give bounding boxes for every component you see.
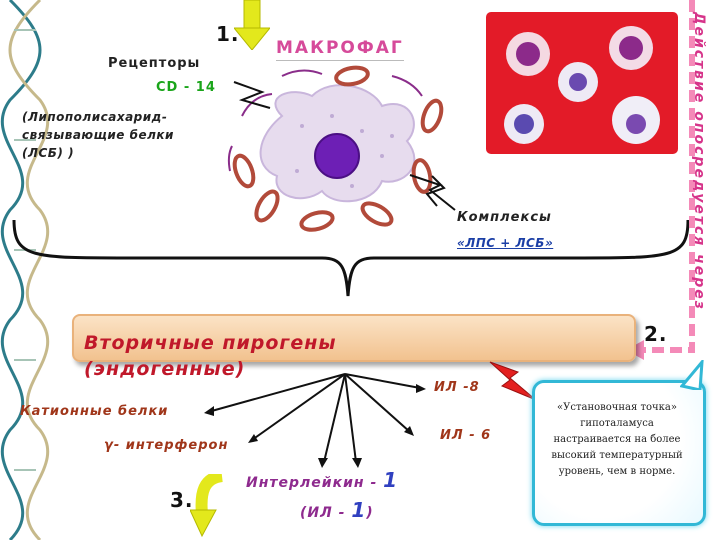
step-3-label: 3.	[170, 488, 194, 512]
pyrogen-il8: ИЛ -8	[434, 380, 480, 395]
cd14-label: CD - 14	[156, 80, 216, 95]
complex-title: Комплексы	[457, 210, 552, 225]
pointer-arrow-icon	[409, 174, 456, 211]
il1-number: 1	[351, 498, 367, 522]
curly-brace	[12, 219, 690, 297]
arrow-down-icon	[234, 0, 270, 50]
complex-subtitle: «ЛПС + ЛСБ»	[457, 236, 554, 250]
arrow-down-icon	[190, 474, 224, 538]
il1-open: (ИЛ -	[300, 505, 352, 521]
macrophage-title: МАКРОФАГ	[276, 38, 404, 61]
callout-text: «Установочная точка» гипоталамуса настра…	[551, 402, 683, 477]
lsb-description: (Липополисахарид- связывающие белки (ЛСБ…	[22, 110, 174, 160]
blood-cells-image	[504, 26, 660, 144]
pyrogen-interferon: γ- интерферон	[104, 438, 229, 453]
pyrogen-interleukin-1: Интерлейкин - 1	[246, 468, 398, 492]
il1-close: )	[366, 505, 374, 521]
receptors-title: Рецепторы	[108, 56, 201, 71]
side-text: Действие опосредуется через	[691, 12, 707, 311]
step-1-label: 1.	[216, 22, 240, 46]
secondary-pyrogens-banner	[72, 314, 636, 362]
hypothalamus-callout	[532, 380, 706, 526]
interleukin-number: 1	[383, 468, 399, 492]
callout-tail	[680, 360, 704, 390]
macrophage-illustration	[227, 65, 446, 232]
interleukin-label: Интерлейкин -	[246, 475, 384, 491]
step-2-label: 2.	[644, 322, 668, 346]
pyrogen-il1-abbrev: (ИЛ - 1)	[300, 498, 374, 522]
pyrogen-cationic: Катионные белки	[20, 404, 169, 419]
banner-title: Вторичные пирогены (эндогенные)	[84, 332, 337, 380]
pyrogen-il6: ИЛ - 6	[440, 428, 492, 443]
